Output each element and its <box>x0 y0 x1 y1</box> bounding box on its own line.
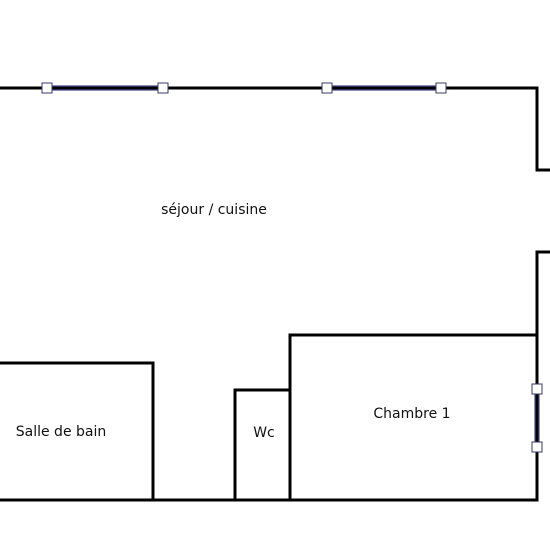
room-label-sdb: Salle de bain <box>16 424 107 440</box>
window-top-right[interactable] <box>321 82 447 94</box>
window-handle[interactable] <box>435 82 447 94</box>
room-chambre-1: Chambre 1 <box>288 333 539 502</box>
window-handle[interactable] <box>531 383 543 395</box>
window-top-left[interactable] <box>41 82 169 94</box>
room-wc: Wc <box>233 388 292 502</box>
wc-walls <box>233 388 292 502</box>
chambre-walls <box>288 333 539 502</box>
window-handle[interactable] <box>157 82 169 94</box>
room-label-chambre-1: Chambre 1 <box>373 406 450 422</box>
window-handle[interactable] <box>321 82 333 94</box>
room-label-sejour: séjour / cuisine <box>161 202 267 218</box>
window-handle[interactable] <box>531 441 543 453</box>
window-handle[interactable] <box>41 82 53 94</box>
room-salle-de-bain: Salle de bain <box>0 361 155 502</box>
sdb-walls <box>0 361 155 502</box>
room-label-wc: Wc <box>253 425 275 441</box>
window-chambre[interactable] <box>531 383 543 453</box>
